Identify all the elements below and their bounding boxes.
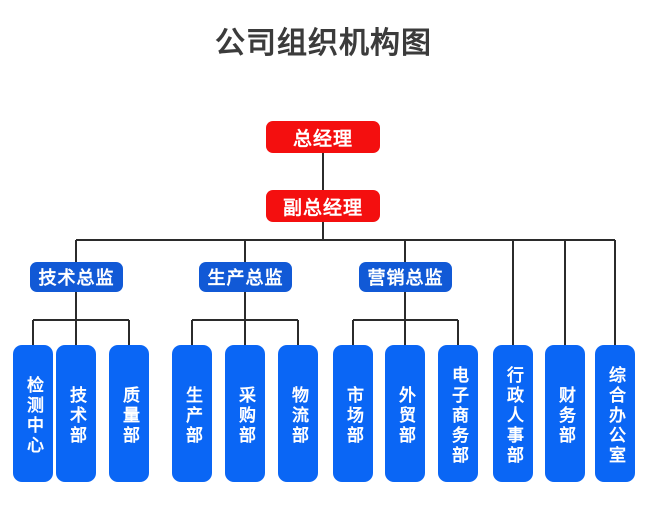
node-director-technical[interactable]: 技术总监 [30, 262, 123, 292]
node-department-general-office[interactable]: 综合办公室 [595, 345, 635, 482]
node-department-testing-center[interactable]: 检测中心 [13, 345, 53, 482]
node-director-production[interactable]: 生产总监 [199, 262, 292, 292]
node-department-production[interactable]: 生产部 [172, 345, 212, 482]
page-title: 公司组织机构图 [215, 27, 432, 60]
node-department-finance[interactable]: 财务部 [545, 345, 585, 482]
node-general-manager[interactable]: 总经理 [266, 121, 380, 153]
node-department-quality[interactable]: 质量部 [109, 345, 149, 482]
node-department-technology[interactable]: 技术部 [56, 345, 96, 482]
node-deputy-general-manager[interactable]: 副总经理 [266, 190, 380, 222]
node-department-foreign-trade[interactable]: 外贸部 [385, 345, 425, 482]
node-department-market[interactable]: 市场部 [333, 345, 373, 482]
node-department-ecommerce[interactable]: 电子商务部 [438, 345, 478, 482]
node-department-purchasing[interactable]: 采购部 [225, 345, 265, 482]
node-director-marketing[interactable]: 营销总监 [359, 262, 452, 292]
node-department-administration-hr[interactable]: 行政人事部 [493, 345, 533, 482]
node-department-logistics[interactable]: 物流部 [278, 345, 318, 482]
